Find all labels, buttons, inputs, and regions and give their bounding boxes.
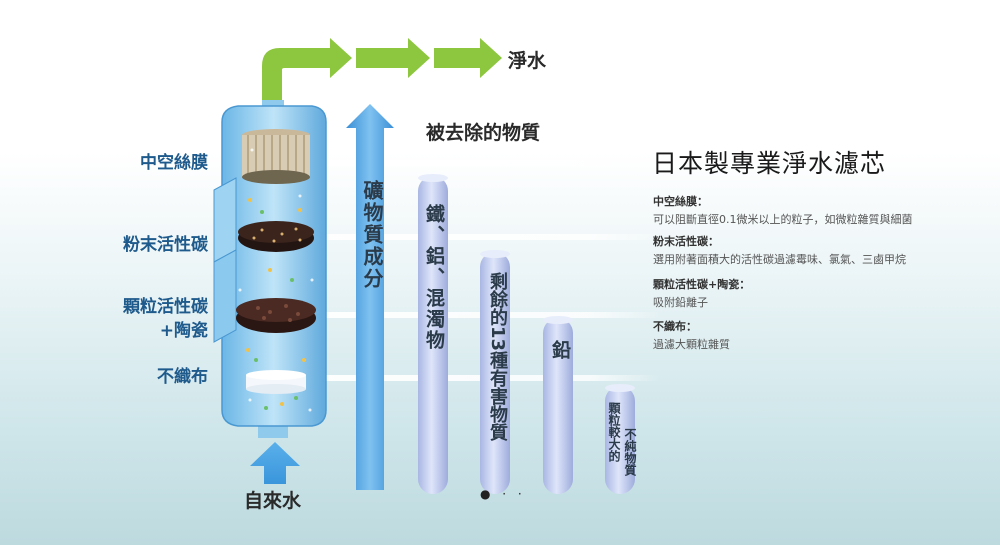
filter-cartridge (213, 100, 327, 438)
desc-body: 選用附著面積大的活性碳過濾霉味、氯氣、三鹵甲烷 (653, 253, 906, 266)
desc-hollow-fiber: 中空絲膜： 可以阻斷直徑0.1微米以上的粒子，如微粒雜質與細菌 (653, 193, 983, 227)
desc-body: 吸附鉛離子 (653, 296, 708, 309)
large-particles-text-b: 不純物質 (623, 428, 637, 476)
desc-granular-carbon: 顆粒活性碳+陶瓷： 吸附鉛離子 (653, 276, 983, 310)
desc-powder-carbon: 粉末活性碳： 選用附著面積大的活性碳過濾霉味、氯氣、三鹵甲烷 (653, 233, 983, 267)
dots: ● · · (480, 487, 526, 501)
tap-water-label: 自來水 (244, 490, 302, 512)
label-powder-carbon: 粉末活性碳 (123, 235, 208, 255)
label-ceramic: +陶瓷 (159, 321, 208, 341)
green-arrows (262, 38, 502, 112)
desc-title: 粉末活性碳： (653, 235, 719, 248)
removed-tubes (418, 174, 635, 494)
label-granular-carbon: 顆粒活性碳 (123, 297, 208, 317)
desc-title: 不織布： (653, 320, 697, 333)
label-hollow-fiber: 中空絲膜 (140, 153, 208, 173)
desc-body: 可以阻斷直徑0.1微米以上的粒子，如微粒雜質與細菌 (653, 213, 913, 226)
minerals-text: 礦物質成分 (360, 180, 384, 290)
lead-text: 鉛 (549, 340, 571, 361)
iron-text: 鐵、鋁、混濁物 (423, 204, 445, 351)
desc-body: 過濾大顆粒雜質 (653, 338, 730, 351)
large-particles-text-a: 顆粒較大的 (607, 402, 621, 462)
pure-water-label: 淨水 (508, 50, 547, 72)
main-title: 日本製專業淨水濾芯 (652, 149, 887, 178)
removed-substances-title: 被去除的物質 (426, 122, 541, 144)
desc-title: 顆粒活性碳+陶瓷： (653, 278, 751, 291)
desc-title: 中空絲膜： (653, 195, 708, 208)
mineral-arrow (346, 104, 394, 490)
inlet-arrow (250, 442, 300, 484)
desc-nonwoven: 不織布： 過濾大顆粒雜質 (653, 318, 983, 352)
remaining-text: 剩餘的13種有害物質 (487, 272, 508, 442)
label-nonwoven: 不織布 (157, 367, 208, 387)
